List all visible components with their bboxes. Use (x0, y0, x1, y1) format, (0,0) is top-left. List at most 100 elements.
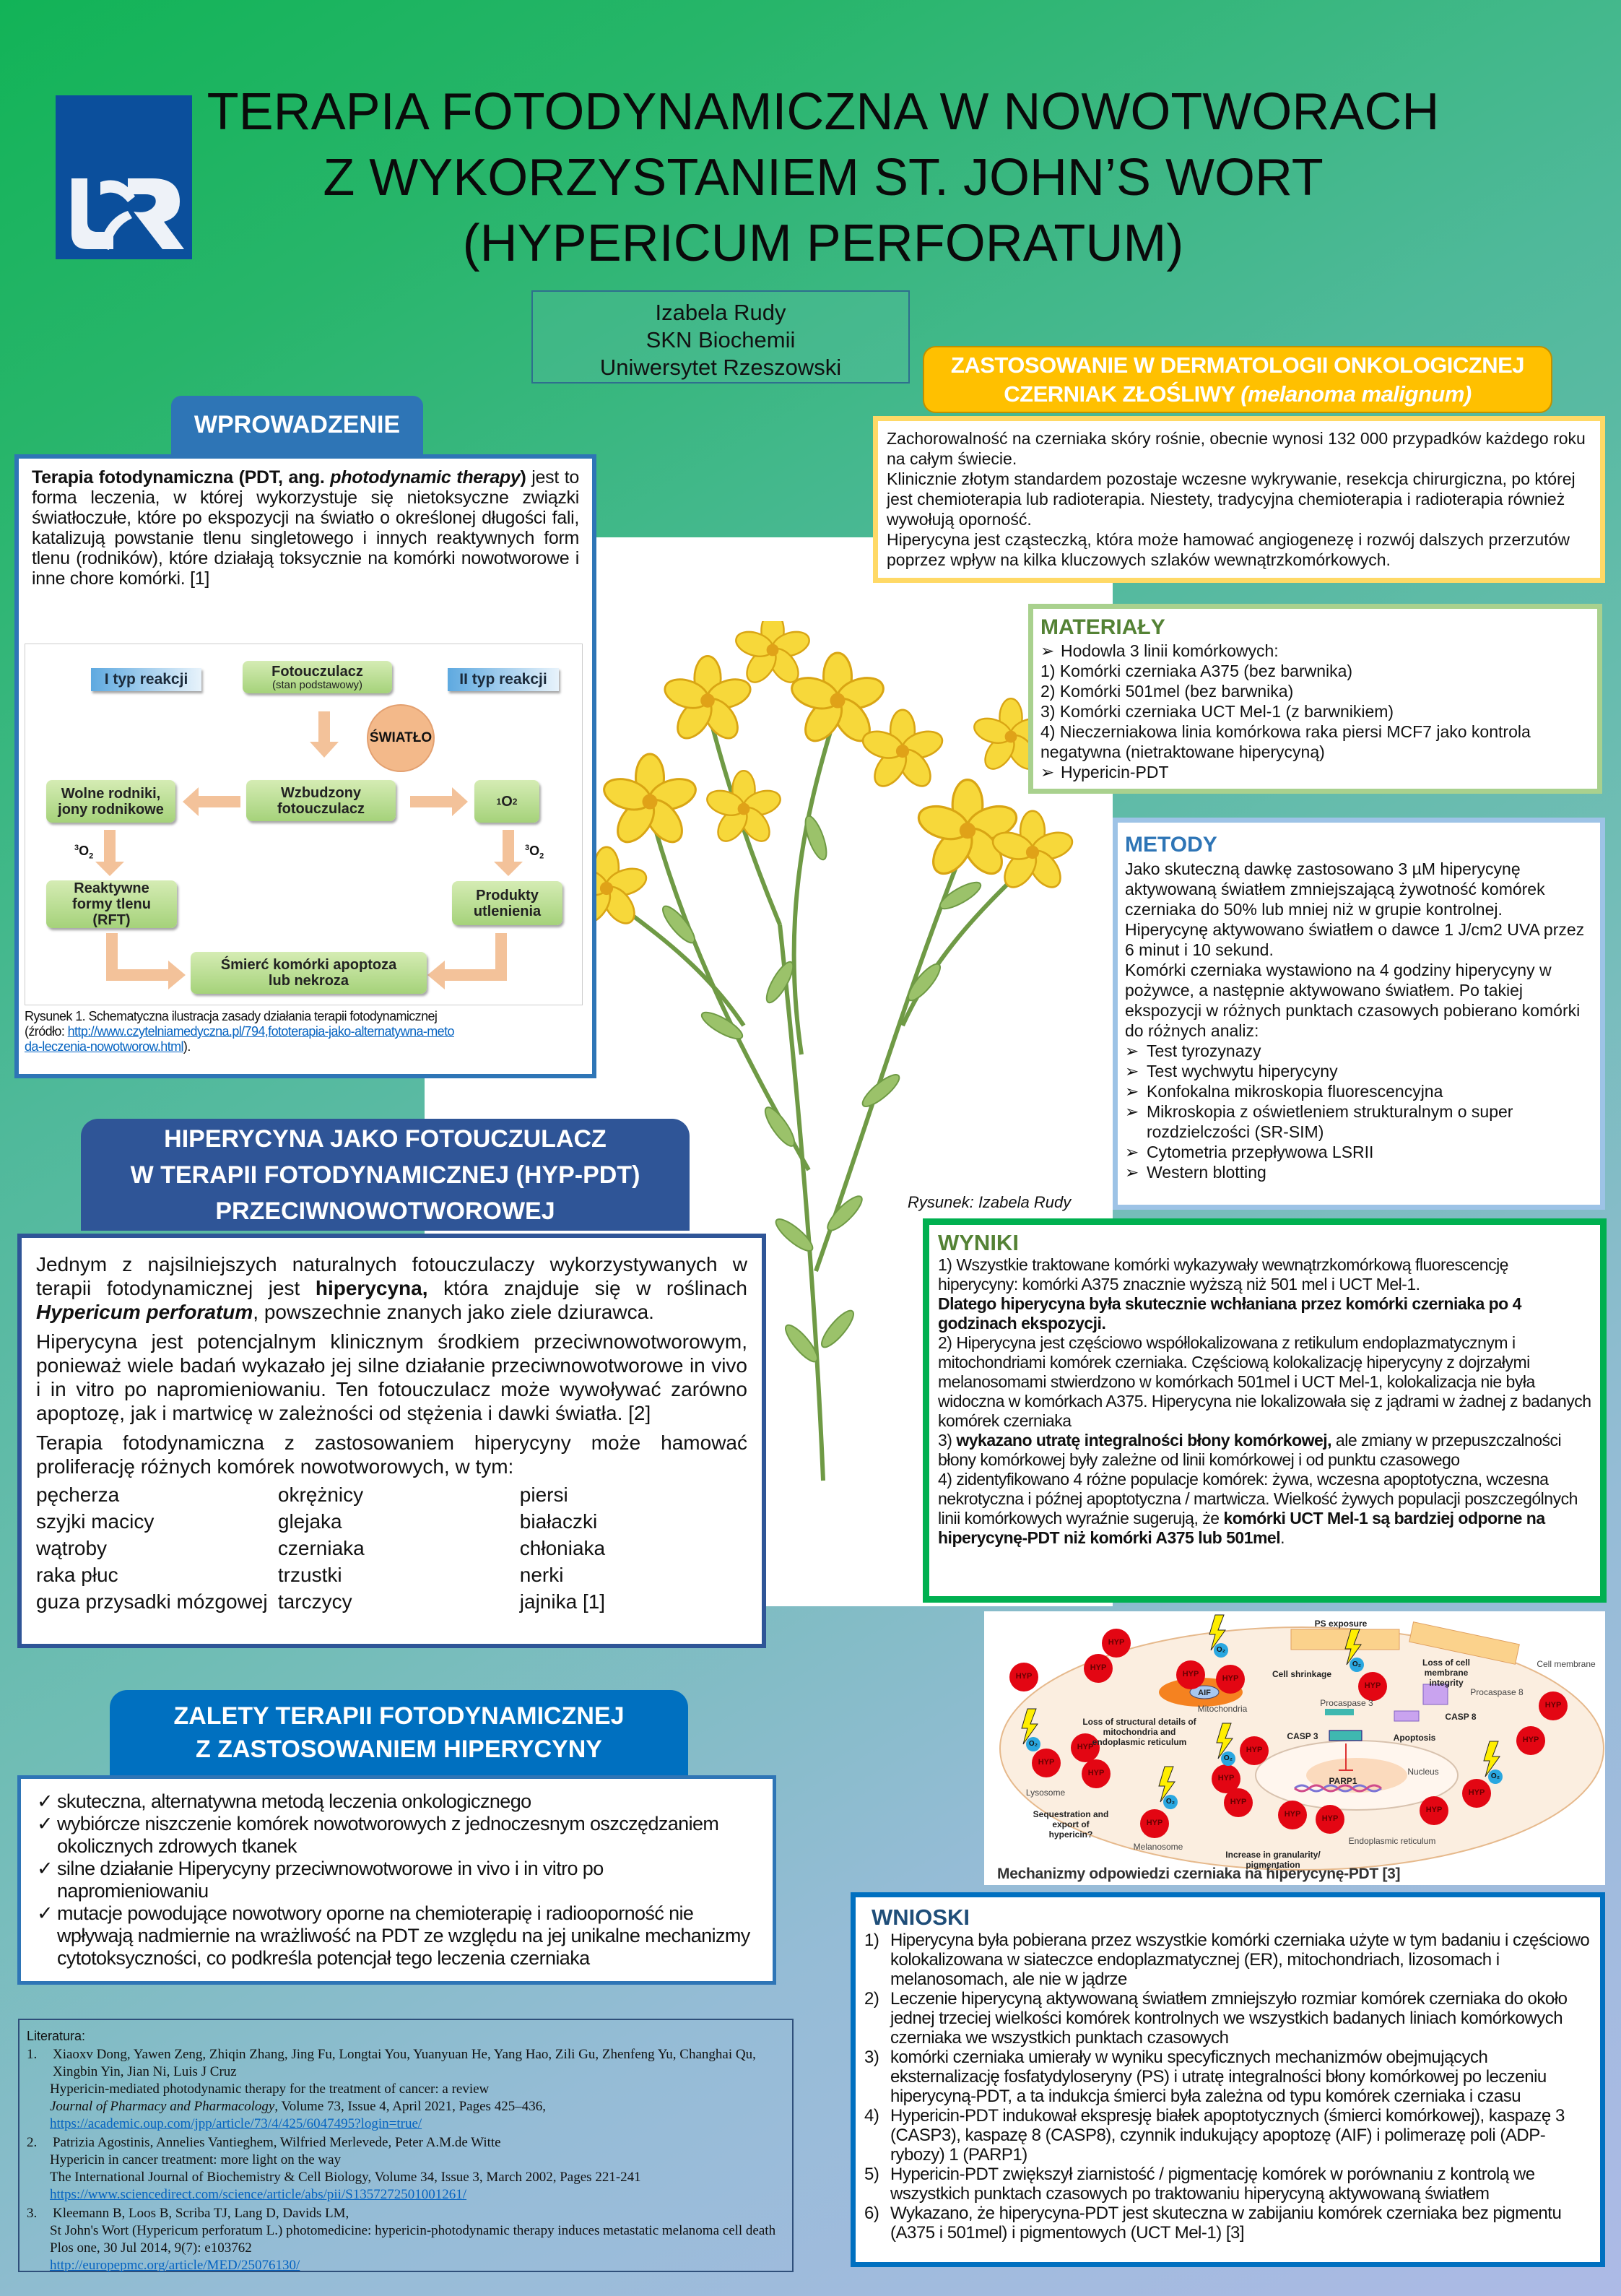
reference-details: , Volume 73, Issue 4, April 2021, Pages … (274, 2099, 546, 2114)
reference-authors: Patrizia Agostinis, Annelies Vantieghem,… (53, 2135, 501, 2150)
results-list: 1) Wszystkie traktowane komórki wykazywa… (938, 1255, 1591, 1548)
text-segment: . (1280, 1528, 1285, 1547)
table-cell: trzustki (277, 1564, 342, 1586)
sub: 2 (89, 852, 94, 861)
oxygen-icon: O₂ (1350, 1658, 1364, 1672)
cell-drawing (999, 1614, 1604, 1871)
reference-link[interactable]: https://www.sciencedirect.com/science/ar… (50, 2187, 467, 2202)
title-line: (HYPERICUM PERFORATUM) (462, 215, 1184, 272)
mechanism-label-er: Endoplasmic reticulum (1348, 1836, 1436, 1846)
text-segment: wykazano utratę integralności błony komó… (956, 1431, 1332, 1450)
arrow-down-icon (95, 830, 124, 876)
mechanism-label-procasp3: Procaspase 3 (1320, 1698, 1373, 1708)
hypericin-p2: Hiperycyna jest potencjalnym klinicznym … (36, 1330, 747, 1424)
radicals-box: Wolne rodniki, jony rodnikowe (46, 780, 175, 823)
hypericin-box: Jednym z najsilniejszych naturalnych fot… (17, 1234, 766, 1648)
triplet-oxygen-right: 3O2 (525, 844, 544, 861)
text-segment: ) (520, 467, 526, 488)
ros-box: Reaktywne formy tlenu (RFT) (46, 880, 177, 928)
type1-label: I typ reakcji (91, 668, 201, 691)
reference-journal: Plos one, 30 Jul 2014, 9(7): e103762 (50, 2240, 785, 2257)
text-segment: komórki UCT Mel-1 są bardziej odporne na… (938, 1509, 1545, 1547)
caption-end: ). (183, 1039, 191, 1054)
conclusions-heading: WNIOSKI (872, 1905, 970, 1930)
ground-state-box: Fotouczulacz (stan podstawowy) (243, 661, 392, 693)
table-cell: piersi (519, 1483, 568, 1506)
analysis-text: Cytometria przepływowa LSRII (1147, 1143, 1374, 1161)
references-box: Literatura: 1.Xiaoxv Dong, Yawen Zeng, Z… (18, 2019, 794, 2274)
mechanism-label-loss_membrane: Loss of cell membrane integrity (1422, 1658, 1471, 1688)
material-text: 2) Komórki 501mel (bez barwnika) (1040, 682, 1294, 701)
hyp-label: HYP (1108, 1638, 1125, 1647)
text-segment: Jednym z najsilniejszych naturalnych fot… (36, 1253, 747, 1299)
o: O (79, 844, 90, 858)
author-name: Izabela Rudy (655, 300, 786, 325)
hyp-molecule (1176, 1660, 1205, 1689)
hyp-label: HYP (1284, 1810, 1301, 1819)
reference-number: 2. (27, 2135, 38, 2150)
result-paragraph: 3) wykazano utratę integralności błony k… (938, 1431, 1591, 1470)
methods-p: Komórki czerniaka wystawiono na 4 godzin… (1125, 961, 1581, 1040)
sub: 2 (512, 796, 518, 807)
lightning-icon (1344, 1629, 1362, 1665)
reference-link[interactable]: https://academic.oup.com/jpp/article/73/… (50, 2116, 422, 2131)
arrow-left-icon (183, 787, 240, 816)
reference-link[interactable]: http://europepmc.org/article/MED/2507613… (50, 2258, 300, 2273)
table-cell: chłoniaka (519, 1537, 606, 1559)
mechanism-label-melanosome: Melanosome (1133, 1842, 1183, 1852)
hyp-molecule (1516, 1726, 1545, 1755)
mechanism-label-shrink: Cell shrinkage (1272, 1669, 1332, 1679)
hyp-label: HYP (1146, 1819, 1163, 1827)
sup: 3 (525, 844, 530, 852)
material-text: 3) Komórki czerniaka UCT Mel-1 (z barwni… (1040, 702, 1394, 721)
hyp-molecule (1140, 1809, 1169, 1838)
light-circle (367, 704, 435, 772)
methods-p: Jako skuteczną dawkę zastosowano 3 µM hi… (1125, 859, 1545, 919)
conclusions-box: WNIOSKI 1)Hiperycyna była pobierana prze… (851, 1892, 1605, 2267)
oxidation-box: Produkty utlenienia (452, 881, 562, 925)
title-line: Z WYKORZYSTANIEM ST. JOHN’S WORT (323, 149, 1324, 207)
hyp-molecule (1462, 1779, 1491, 1808)
reference-journal: The International Journal of Biochemistr… (50, 2169, 785, 2186)
analysis-text: Western blotting (1147, 1163, 1266, 1182)
hyp-molecule (1216, 1665, 1245, 1694)
caption-link[interactable]: http://www.czytelniamedyczna.pl/794,foto… (25, 1024, 455, 1054)
check-icon: ✓ (37, 1813, 53, 1834)
reference-item: 3.Kleemann B, Loos B, Scriba TJ, Lang D,… (27, 2205, 785, 2274)
advantage-item: ✓skuteczna, alternatywna metodą leczenia… (35, 1790, 758, 1813)
arrow-bullet-icon: ➢ (1040, 763, 1055, 781)
results-heading: WYNIKI (938, 1230, 1019, 1255)
text-segment: 2) Hiperycyna jest częściowo współlokali… (938, 1333, 1591, 1430)
table-cell: białaczki (519, 1510, 598, 1533)
hyp-label: HYP (1222, 1674, 1239, 1683)
text-segment: która znajduje się w roślinach (427, 1277, 747, 1299)
heading-line: Z ZASTOSOWANIEM HIPERYCYNY (196, 1736, 602, 1763)
arrow-bullet-icon: ➢ (1125, 1082, 1139, 1101)
conclusion-text: komórki czerniaka umierały w wyniku spec… (890, 2048, 1547, 2106)
cell-death-box: Śmierć komórki apoptoza lub nekroza (191, 952, 427, 994)
arrow-bullet-icon: ➢ (1125, 1163, 1139, 1182)
material-line: 4) Nieczerniakowa linia komórkowa raka p… (1040, 722, 1590, 762)
lightning-icon (1216, 1723, 1233, 1759)
analysis-item: ➢Mikroskopia z oświetleniem strukturalny… (1125, 1101, 1593, 1142)
methods-p: Hiperycynę aktywowano światłem o dawce 1… (1125, 920, 1585, 959)
material-line: ➢Hodowla 3 linii komórkowych: (1040, 641, 1590, 661)
text-segment: ale zmiany w przepuszczalności błony kom… (938, 1431, 1562, 1469)
material-text: Hodowla 3 linii komórkowych: (1061, 641, 1279, 660)
text-segment: Terapia fotodynamiczna (PDT, ang. (32, 467, 331, 488)
text-segment: , powszechnie znanych jako ziele dziuraw… (253, 1301, 654, 1323)
o: O (529, 844, 540, 858)
heading-line: W TERAPII FOTODYNAMICZNEJ (HYP-PDT) (130, 1161, 640, 1189)
item-number: 2) (864, 1989, 879, 2009)
table-cell: guza przysadki mózgowej (36, 1590, 268, 1613)
hyp-label: HYP (1182, 1670, 1199, 1678)
table-cell: czerniaka (277, 1537, 365, 1559)
material-line: ➢Hypericin-PDT (1040, 762, 1590, 782)
intro-paragraph: Terapia fotodynamiczna (PDT, ang. photod… (32, 467, 579, 589)
item-number: 6) (864, 2204, 879, 2223)
light-label: ŚWIATŁO (369, 730, 433, 745)
analysis-text: Test tyrozynazy (1147, 1041, 1261, 1060)
